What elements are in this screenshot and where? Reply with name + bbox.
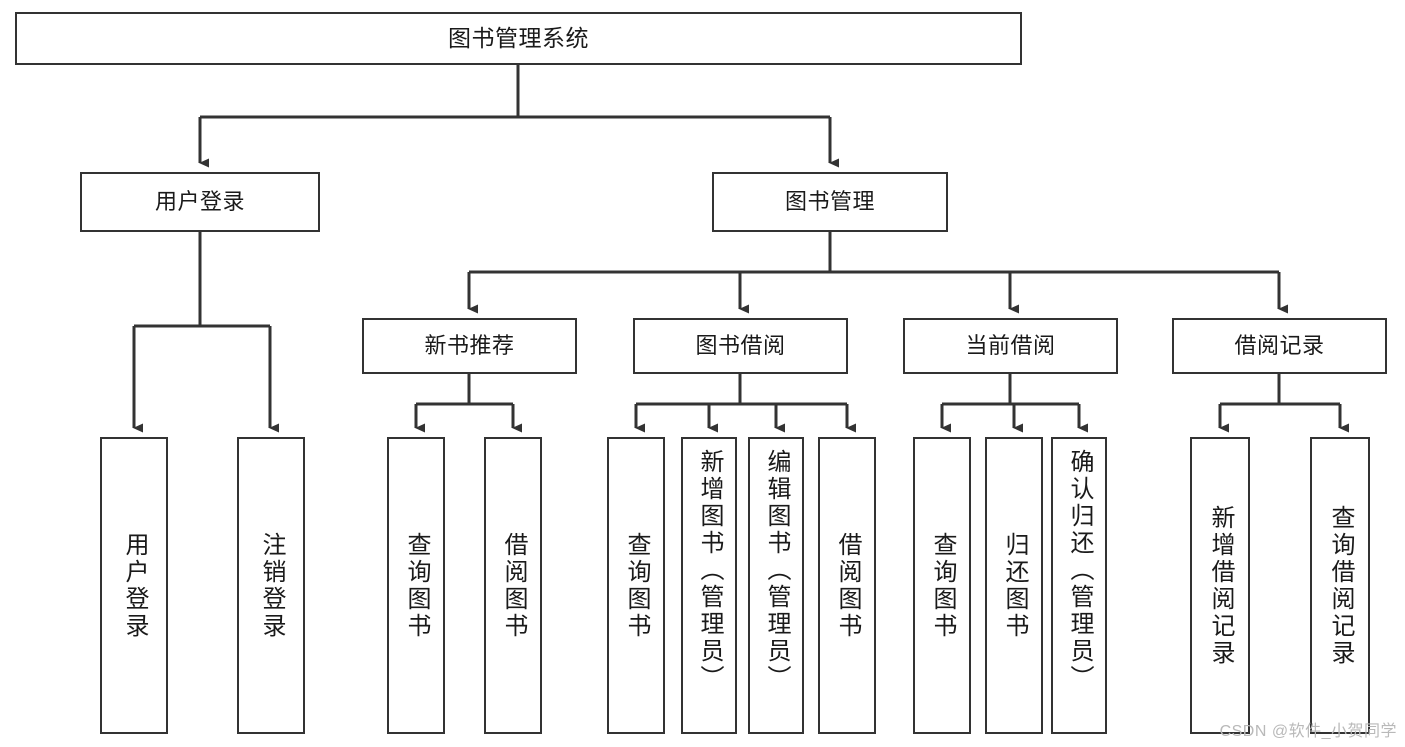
node-borrow-record-label: 借阅记录 xyxy=(1234,333,1325,359)
leaf-add-book[interactable]: 新增图书（管理员） xyxy=(681,437,737,734)
node-book-borrow[interactable]: 图书借阅 xyxy=(633,318,848,374)
node-user-login[interactable]: 用户登录 xyxy=(80,172,320,232)
node-book-manage-label: 图书管理 xyxy=(784,189,875,215)
node-current-borrow-label: 当前借阅 xyxy=(965,333,1056,359)
leaf-borrow-book-2[interactable]: 借阅图书 xyxy=(818,437,876,734)
leaf-confirm-return[interactable]: 确认归还（管理员） xyxy=(1051,437,1107,734)
leaf-borrow-book-1[interactable]: 借阅图书 xyxy=(484,437,542,734)
node-root-label: 图书管理系统 xyxy=(448,24,589,51)
leaf-logout-label: 注销登录 xyxy=(258,531,285,640)
node-book-manage[interactable]: 图书管理 xyxy=(712,172,948,232)
leaf-query-record[interactable]: 查询借阅记录 xyxy=(1310,437,1370,734)
leaf-return-book-label: 归还图书 xyxy=(1001,531,1028,640)
leaf-edit-book[interactable]: 编辑图书（管理员） xyxy=(748,437,804,734)
node-current-borrow[interactable]: 当前借阅 xyxy=(903,318,1118,374)
watermark: CSDN @软件_小贺同学 xyxy=(1219,723,1397,740)
leaf-query-book-1-label: 查询图书 xyxy=(403,531,430,640)
leaf-edit-book-label: 编辑图书（管理员） xyxy=(763,449,790,692)
leaf-user-login-label: 用户登录 xyxy=(121,531,148,640)
leaf-borrow-book-2-label: 借阅图书 xyxy=(834,531,861,640)
node-new-book-recommend[interactable]: 新书推荐 xyxy=(362,318,577,374)
leaf-query-record-label: 查询借阅记录 xyxy=(1327,504,1354,667)
node-borrow-record[interactable]: 借阅记录 xyxy=(1172,318,1387,374)
leaf-query-book-2-label: 查询图书 xyxy=(623,531,650,640)
node-new-book-recommend-label: 新书推荐 xyxy=(424,333,515,359)
leaf-return-book[interactable]: 归还图书 xyxy=(985,437,1043,734)
node-book-borrow-label: 图书借阅 xyxy=(695,333,786,359)
leaf-borrow-book-1-label: 借阅图书 xyxy=(500,531,527,640)
leaf-query-book-3[interactable]: 查询图书 xyxy=(913,437,971,734)
leaf-user-login[interactable]: 用户登录 xyxy=(100,437,168,734)
leaf-confirm-return-label: 确认归还（管理员） xyxy=(1066,449,1093,692)
leaf-query-book-3-label: 查询图书 xyxy=(929,531,956,640)
leaf-add-record[interactable]: 新增借阅记录 xyxy=(1190,437,1250,734)
leaf-query-book-1[interactable]: 查询图书 xyxy=(387,437,445,734)
leaf-query-book-2[interactable]: 查询图书 xyxy=(607,437,665,734)
leaf-add-book-label: 新增图书（管理员） xyxy=(696,449,723,692)
leaf-logout[interactable]: 注销登录 xyxy=(237,437,305,734)
leaf-add-record-label: 新增借阅记录 xyxy=(1207,504,1234,667)
node-root[interactable]: 图书管理系统 xyxy=(15,12,1022,65)
node-user-login-label: 用户登录 xyxy=(154,189,245,215)
